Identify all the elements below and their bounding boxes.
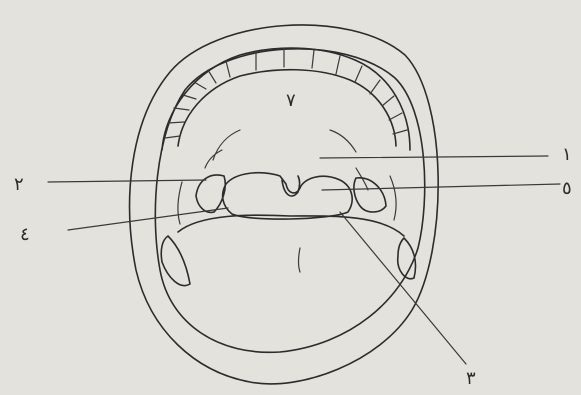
left-arch-line xyxy=(178,182,182,224)
label-3: ٣ xyxy=(466,368,476,389)
pointer-line-1 xyxy=(320,156,548,158)
left-cheek-shade xyxy=(161,236,190,286)
pointer-line-5 xyxy=(322,184,560,190)
palate-arc-right xyxy=(330,130,356,152)
label-5: ٥ xyxy=(562,178,572,199)
pharynx-wall xyxy=(223,173,353,219)
pointer-line-4 xyxy=(68,208,228,230)
right-arch-line xyxy=(390,176,396,220)
right-tonsil xyxy=(354,178,386,212)
label-7: ٧ xyxy=(286,90,296,111)
right-cheek-shade xyxy=(398,238,416,279)
label-2: ٢ xyxy=(14,174,24,195)
label-1: ١ xyxy=(562,144,572,165)
palate-arc-left xyxy=(213,130,240,160)
label-4: ٤ xyxy=(20,224,30,245)
outer-lip-outline xyxy=(130,25,439,384)
tongue-groove xyxy=(299,248,301,272)
